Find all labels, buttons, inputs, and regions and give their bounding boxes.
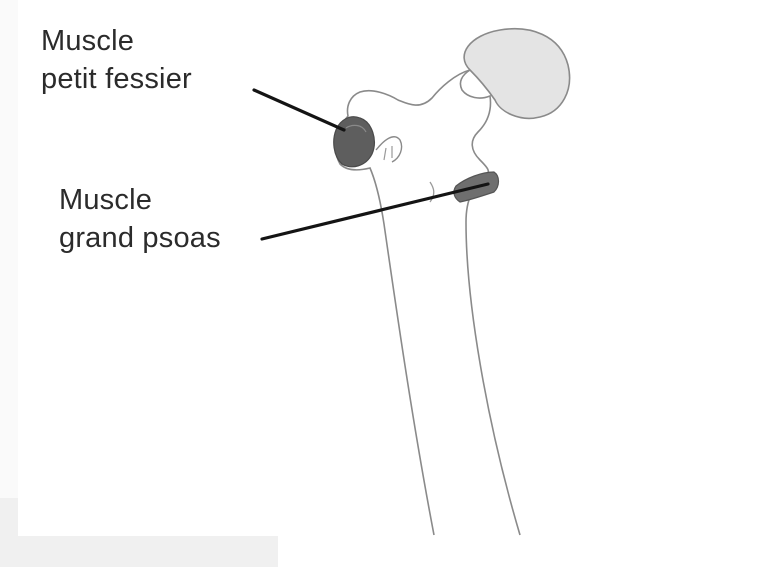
scan-edge-strip xyxy=(0,0,18,567)
gluteus-minimus-insertion xyxy=(333,116,375,168)
gluteus-minimus-highlight xyxy=(345,124,367,133)
psoas-leader-line xyxy=(260,182,490,241)
gluteus-minimus-label-line1: Muscle xyxy=(41,25,135,57)
trochanter-detail xyxy=(375,136,403,163)
gluteus-minimus-label: Muscle petit fessier xyxy=(41,22,192,98)
psoas-major-label-line1: Muscle xyxy=(59,184,153,216)
femur-outline xyxy=(459,69,521,536)
gluteus-leader-line xyxy=(252,88,346,132)
psoas-major-label: Muscle grand psoas xyxy=(59,181,221,257)
lesser-trochanter-mark xyxy=(429,181,435,203)
scan-bottom-block xyxy=(0,536,278,567)
gluteus-minimus-label-line2: petit fessier xyxy=(41,63,192,95)
psoas-major-label-line2: grand psoas xyxy=(59,222,221,254)
trochanter-mark xyxy=(383,146,393,161)
femoral-head xyxy=(463,28,571,119)
